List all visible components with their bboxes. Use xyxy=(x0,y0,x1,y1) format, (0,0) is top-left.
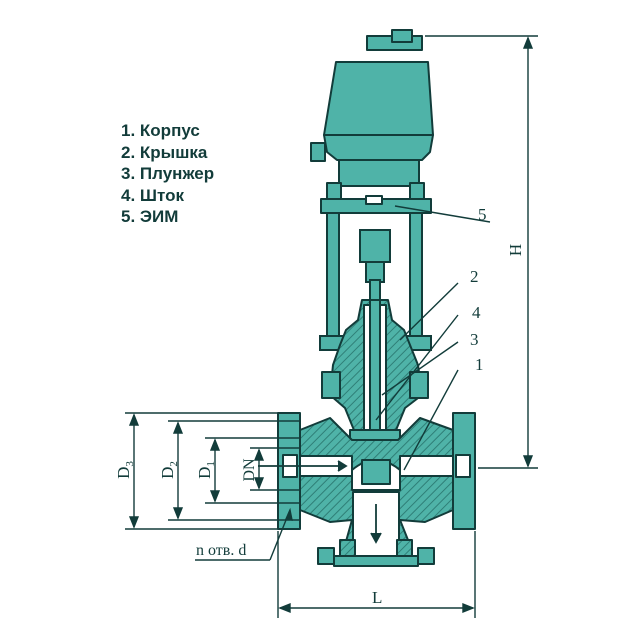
callout-5: 5 xyxy=(478,205,487,224)
callout-3: 3 xyxy=(470,330,479,349)
valve-body xyxy=(277,412,476,567)
dimension-d1: D1 xyxy=(195,461,217,479)
holes-label: n отв. d xyxy=(196,542,246,559)
dimension-d2: D2 xyxy=(158,461,180,479)
callout-1: 1 xyxy=(475,355,484,374)
legend-item-3: 3. Плунжер xyxy=(121,164,215,183)
dimension-l: L xyxy=(372,588,382,607)
parts-legend: 1. Корпус 2. Крышка 3. Плунжер 4. Шток 5… xyxy=(121,120,214,228)
legend-item-4: 4. Шток xyxy=(121,185,184,205)
legend-item-5: 5. ЭИМ xyxy=(121,207,179,226)
callout-2: 2 xyxy=(470,267,479,286)
electric-actuator xyxy=(310,29,434,214)
flow-arrows xyxy=(258,460,382,544)
dimension-lines xyxy=(125,35,538,618)
legend-item-2: 2. Крышка xyxy=(121,142,208,162)
leader-lines xyxy=(375,205,491,471)
dimension-d3: D3 xyxy=(114,461,136,479)
legend-item-1: 1. Корпус xyxy=(121,121,200,140)
dimension-dn: DN xyxy=(241,458,258,482)
callout-4: 4 xyxy=(472,303,481,322)
dimension-h: H xyxy=(506,244,525,256)
